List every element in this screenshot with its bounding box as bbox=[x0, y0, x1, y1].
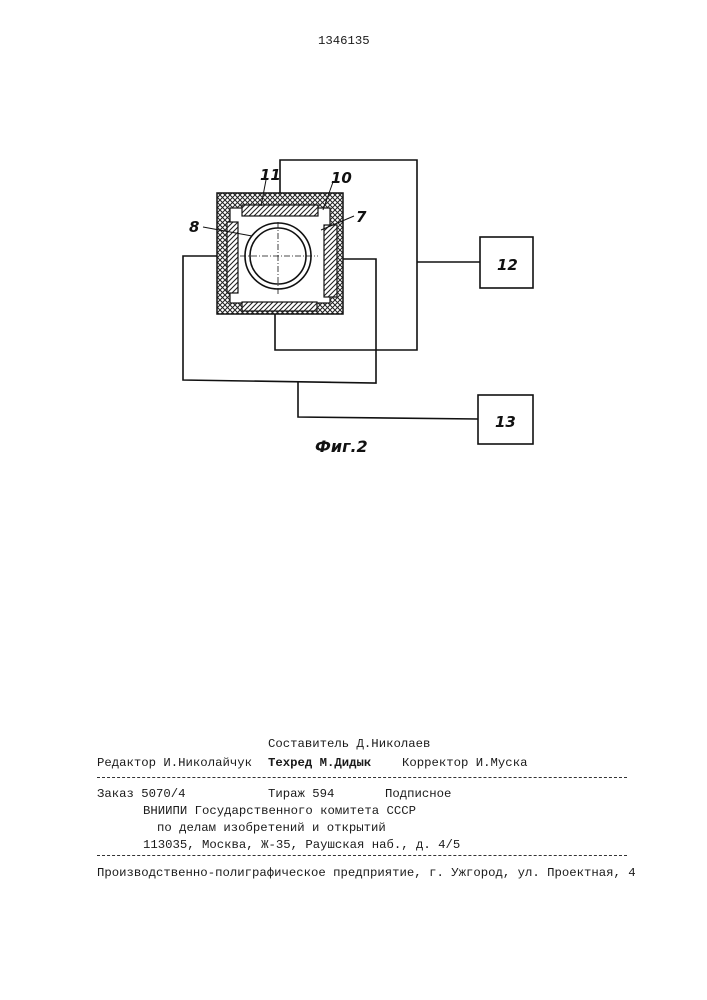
circulation: Тираж 594 bbox=[268, 787, 334, 801]
org-line1: ВНИИПИ Государственного комитета СССР bbox=[143, 804, 416, 818]
block-12-label: 12 bbox=[497, 256, 518, 274]
order: Заказ 5070/4 bbox=[97, 787, 186, 801]
label-11: 11 bbox=[260, 166, 281, 184]
block-13-label: 13 bbox=[495, 413, 516, 431]
figure-caption: Фиг.2 bbox=[315, 437, 368, 456]
label-10: 10 bbox=[331, 169, 352, 187]
printer: Производственно-полиграфическое предприя… bbox=[97, 866, 636, 880]
subscription: Подписное bbox=[385, 787, 451, 801]
divider bbox=[97, 855, 627, 856]
org-address: 113035, Москва, Ж-35, Раушская наб., д. … bbox=[143, 838, 460, 852]
label-7: 7 bbox=[356, 208, 367, 226]
corrector: Корректор И.Муска bbox=[402, 756, 527, 770]
divider bbox=[97, 777, 627, 778]
sensor-housing bbox=[217, 193, 343, 314]
org-line2: по делам изобретений и открытий bbox=[157, 821, 386, 835]
editor: Редактор И.Николайчук bbox=[97, 756, 252, 770]
compiler: Составитель Д.Николаев bbox=[268, 737, 430, 751]
label-8: 8 bbox=[189, 218, 199, 236]
techred: Техред М.Дидык bbox=[268, 756, 371, 770]
